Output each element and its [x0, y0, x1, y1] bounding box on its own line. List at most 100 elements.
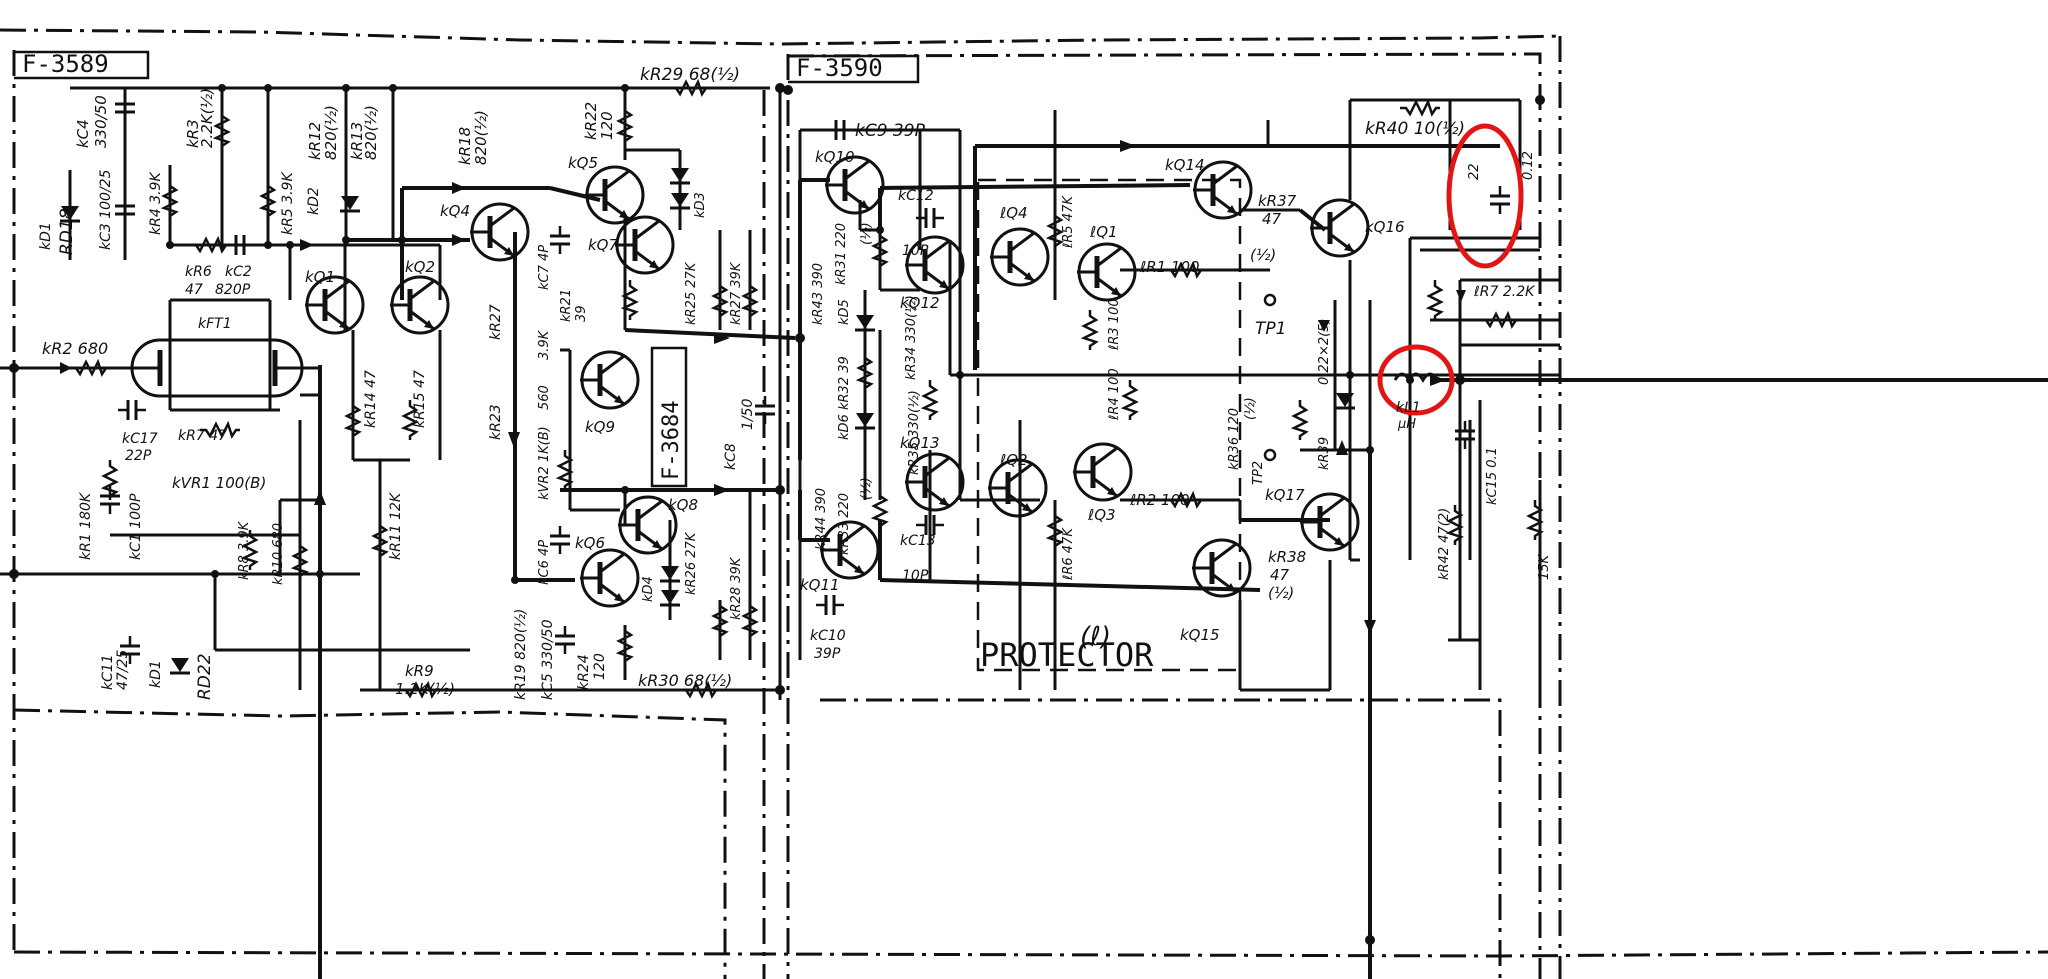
- label-kr2: kR2 680: [42, 339, 108, 358]
- highlight-ellipse-upper: [1446, 123, 1524, 269]
- value-kc10: 39P: [814, 646, 841, 662]
- label-0-22x2: 0.22×2(5): [1317, 318, 1332, 385]
- value-kr13: 820(½): [362, 105, 380, 160]
- transistor-kq16: [1310, 200, 1368, 256]
- label-kr1: kR1 180K: [78, 491, 94, 560]
- label-kr37: kR37: [1258, 192, 1297, 210]
- label-kr8: kR8 3.9K: [237, 520, 252, 580]
- wattage-kr36: (½): [1243, 397, 1258, 420]
- label-kc12: kC12: [898, 188, 934, 204]
- value-kr18: 820(½): [472, 110, 490, 165]
- value-kr3: 2.2K(½): [198, 88, 216, 148]
- value-kc17: 22P: [125, 448, 152, 464]
- label-kr19: kR19 820(½): [513, 609, 529, 700]
- label-kd3: kD3: [693, 192, 708, 218]
- label-rd18: RD18: [57, 208, 77, 255]
- label-lq1: ℓQ1: [1089, 223, 1118, 241]
- label-kc5: kC5 330/50: [540, 619, 556, 700]
- label-lr3: ℓR3 100: [1107, 298, 1122, 351]
- label-rd22: RD22: [195, 653, 215, 700]
- red-annotations: [1377, 123, 1524, 416]
- board-label-right: F-3590: [796, 54, 883, 82]
- label-lr7: ℓR7 2.2K: [1473, 284, 1536, 300]
- label-kr14: kR14 47: [363, 370, 379, 428]
- label-kr30: kR30 68(½): [638, 671, 732, 690]
- label-kr9: kR9: [405, 662, 434, 680]
- wiring: [0, 86, 2048, 979]
- label-tp1: TP1: [1255, 319, 1286, 339]
- label-kc6: kC6 4P: [537, 540, 552, 585]
- transistor-kq7: [615, 217, 673, 273]
- label-kc9: kC9 39P: [855, 121, 926, 141]
- label-lr2: ℓR2 100: [1129, 491, 1190, 509]
- label-kq9: kQ9: [585, 418, 615, 436]
- label-kr26: kR26 27K: [684, 531, 699, 595]
- value-kc13: 10P: [902, 568, 929, 584]
- transistor-kq2: [390, 277, 448, 333]
- value-kc4: 330/50: [92, 95, 110, 148]
- transistor-kq6: [580, 550, 638, 606]
- label-kvr1: kVR1 100(B): [172, 474, 266, 492]
- label-kc8: kC8: [723, 443, 739, 470]
- value-kr37: 47: [1262, 210, 1282, 228]
- label-kq17: kQ17: [1265, 486, 1305, 504]
- label-kr11: kR11 12K: [388, 491, 404, 560]
- label-kr10: kR10 680: [271, 523, 286, 585]
- label-kft1: kFT1: [198, 316, 232, 332]
- label-kc15: kC15 0.1: [1485, 447, 1500, 505]
- value-kc2: 820P: [215, 282, 251, 298]
- label-lr6: ℓR6 47K: [1061, 527, 1076, 581]
- value-kc11: 47/25: [115, 650, 131, 690]
- label-kq1: kQ1: [305, 268, 335, 286]
- label-kr23: kR23: [488, 404, 504, 440]
- label-kq14: kQ14: [1165, 156, 1205, 174]
- label-kr25: kR25 27K: [684, 261, 699, 325]
- junction-dots: [9, 83, 1545, 945]
- value-kr21: 39: [574, 305, 589, 322]
- transistor-lq3: [1073, 444, 1131, 500]
- value-kr38: 47: [1270, 566, 1290, 584]
- label-kr15: kR15 47: [412, 370, 428, 428]
- label-kr6: kR6: [185, 264, 212, 280]
- label-kq16: kQ16: [1365, 218, 1405, 236]
- subboard-box: [650, 346, 688, 488]
- label-kd2: kD2: [306, 187, 322, 215]
- label-kd1-lower: kD1: [148, 660, 164, 688]
- label-kl1: kL1: [1396, 400, 1421, 416]
- label-kr5: kR5 3.9K: [280, 171, 296, 235]
- label-lq3: ℓQ3: [1087, 506, 1116, 524]
- label-kr38: kR38: [1268, 548, 1306, 566]
- highlight-ellipse-inductor: [1377, 344, 1455, 416]
- label-kr32: kR32 39: [837, 356, 852, 410]
- label-kr13: kR13: [348, 122, 366, 160]
- label-half-2: (½): [859, 477, 874, 500]
- fet-kft1: [130, 338, 320, 398]
- transistor-lq4: [990, 229, 1048, 285]
- label-kr35: kR35 330(½): [907, 390, 922, 475]
- label-kr36: kR36 120: [1227, 408, 1242, 470]
- label-half-1: (½): [859, 222, 874, 245]
- label-lq4: ℓQ4: [999, 204, 1028, 222]
- label-kc1: kC1 100P: [128, 493, 144, 560]
- label-kr31: kR31 220: [834, 223, 849, 285]
- label-kq10: kQ10: [815, 148, 855, 166]
- value-kr6: 47: [185, 282, 203, 298]
- transistor-kq9: [580, 352, 638, 408]
- label-kd1: kD1: [38, 222, 54, 250]
- board-label-left: F-3589: [22, 50, 109, 78]
- label-3-9k: 3.9K: [537, 329, 552, 360]
- label-kr29: kR29 68(½): [640, 65, 740, 85]
- label-kr7: kR7 47: [178, 428, 227, 444]
- label-lr4: ℓR4 100: [1107, 368, 1122, 421]
- label-kq2: kQ2: [405, 258, 435, 276]
- label-kr40: kR40 10(½): [1365, 119, 1465, 139]
- protector-box: [976, 178, 1242, 672]
- label-kr43: kR43 390: [811, 263, 826, 325]
- value-kr12: 820(½): [322, 105, 340, 160]
- label-lr1: ℓR1 100: [1139, 258, 1200, 276]
- label-kvr2: kVR2 1K(B): [537, 426, 552, 500]
- label-0-12: 0.12: [1521, 151, 1536, 180]
- label-kc2: kC2: [225, 264, 252, 280]
- label-kq5: kQ5: [568, 154, 598, 172]
